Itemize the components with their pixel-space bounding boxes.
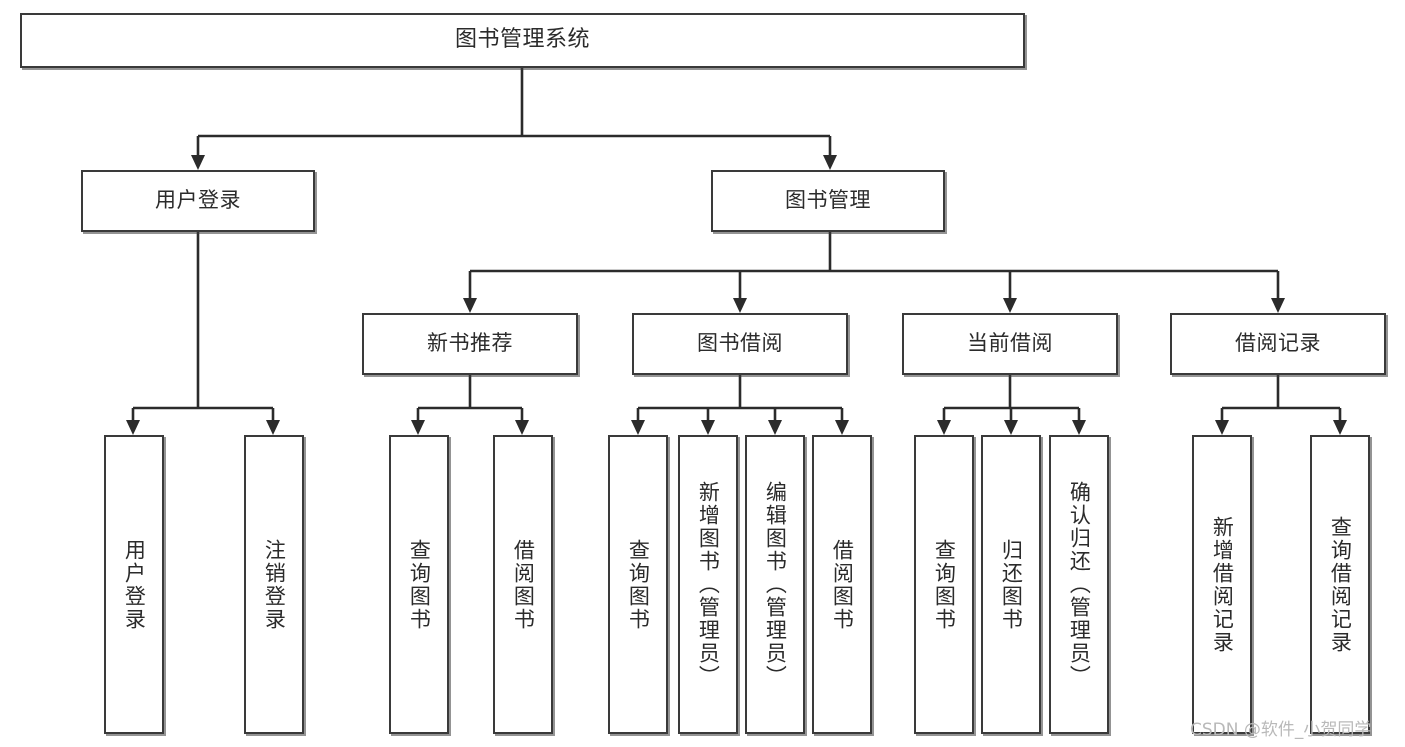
- arrow-borrowrecord-leaf2: [1333, 420, 1347, 435]
- leaf-borrow-book[interactable]: 借阅图书: [812, 435, 872, 734]
- node-label: 新书推荐: [427, 331, 513, 356]
- leaf-add-book-admin[interactable]: 新增图书（管理员）: [678, 435, 738, 734]
- arrow-userlogin-leaf1: [126, 420, 140, 435]
- leaf-query-book-borrow[interactable]: 查询图书: [608, 435, 668, 734]
- leaf-edit-book-admin[interactable]: 编辑图书（管理员）: [745, 435, 805, 734]
- leaf-confirm-return-admin[interactable]: 确认归还（管理员）: [1049, 435, 1109, 734]
- node-label: 查询图书: [626, 538, 651, 631]
- node-book-borrow[interactable]: 图书借阅: [632, 313, 848, 375]
- node-label: 确认归还（管理员）: [1067, 481, 1092, 688]
- node-label: 借阅图书: [511, 538, 536, 631]
- node-label: 编辑图书（管理员）: [763, 481, 788, 688]
- node-label: 图书管理: [785, 188, 871, 213]
- leaf-user-login[interactable]: 用户登录: [104, 435, 164, 734]
- arrow-userlogin-leaf2: [266, 420, 280, 435]
- arrow-bookborrow-leaf3: [768, 420, 782, 435]
- arrow-bookborrow-leaf2: [701, 420, 715, 435]
- node-label: 图书借阅: [697, 331, 783, 356]
- node-label: 新增借阅记录: [1210, 515, 1235, 654]
- leaf-logout[interactable]: 注销登录: [244, 435, 304, 734]
- arrow-user-login: [191, 155, 205, 170]
- node-user-login[interactable]: 用户登录: [81, 170, 315, 232]
- node-label: 借阅记录: [1235, 331, 1321, 356]
- leaf-borrow-book-recommend[interactable]: 借阅图书: [493, 435, 553, 734]
- node-label: 归还图书: [999, 538, 1024, 631]
- leaf-query-borrow-record[interactable]: 查询借阅记录: [1310, 435, 1370, 734]
- node-label: 用户登录: [122, 538, 147, 631]
- arrow-currentborrow-leaf3: [1072, 420, 1086, 435]
- arrow-current-borrow: [1003, 298, 1017, 313]
- arrow-book-manage: [823, 155, 837, 170]
- arrow-book-borrow: [733, 298, 747, 313]
- node-label: 新增图书（管理员）: [696, 481, 721, 688]
- node-label: 查询图书: [932, 538, 957, 631]
- arrow-bookborrow-leaf1: [631, 420, 645, 435]
- leaf-query-book-current[interactable]: 查询图书: [914, 435, 974, 734]
- arrow-bookborrow-leaf4: [835, 420, 849, 435]
- node-label: 用户登录: [155, 188, 241, 213]
- node-current-borrow[interactable]: 当前借阅: [902, 313, 1118, 375]
- arrow-borrow-record: [1271, 298, 1285, 313]
- node-book-management[interactable]: 图书管理: [711, 170, 945, 232]
- csdn-watermark: CSDN @软件_小贺同学: [1190, 715, 1371, 740]
- arrow-currentborrow-leaf2: [1004, 420, 1018, 435]
- arrow-newbook-leaf2: [515, 420, 529, 435]
- node-label: 查询借阅记录: [1328, 515, 1353, 654]
- leaf-query-book-recommend[interactable]: 查询图书: [389, 435, 449, 734]
- arrow-new-book: [463, 298, 477, 313]
- arrow-borrowrecord-leaf1: [1215, 420, 1229, 435]
- arrow-newbook-leaf1: [411, 420, 425, 435]
- node-label: 注销登录: [262, 538, 287, 631]
- node-new-book-recommend[interactable]: 新书推荐: [362, 313, 578, 375]
- node-root-system[interactable]: 图书管理系统: [20, 13, 1025, 68]
- node-borrow-record[interactable]: 借阅记录: [1170, 313, 1386, 375]
- node-label: 借阅图书: [830, 538, 855, 631]
- arrow-currentborrow-leaf1: [937, 420, 951, 435]
- watermark-text: CSDN @软件_小贺同学: [1190, 720, 1372, 740]
- leaf-add-borrow-record[interactable]: 新增借阅记录: [1192, 435, 1252, 734]
- node-label: 当前借阅: [967, 331, 1053, 356]
- node-label: 查询图书: [407, 538, 432, 631]
- leaf-return-book[interactable]: 归还图书: [981, 435, 1041, 734]
- node-label: 图书管理系统: [454, 27, 590, 53]
